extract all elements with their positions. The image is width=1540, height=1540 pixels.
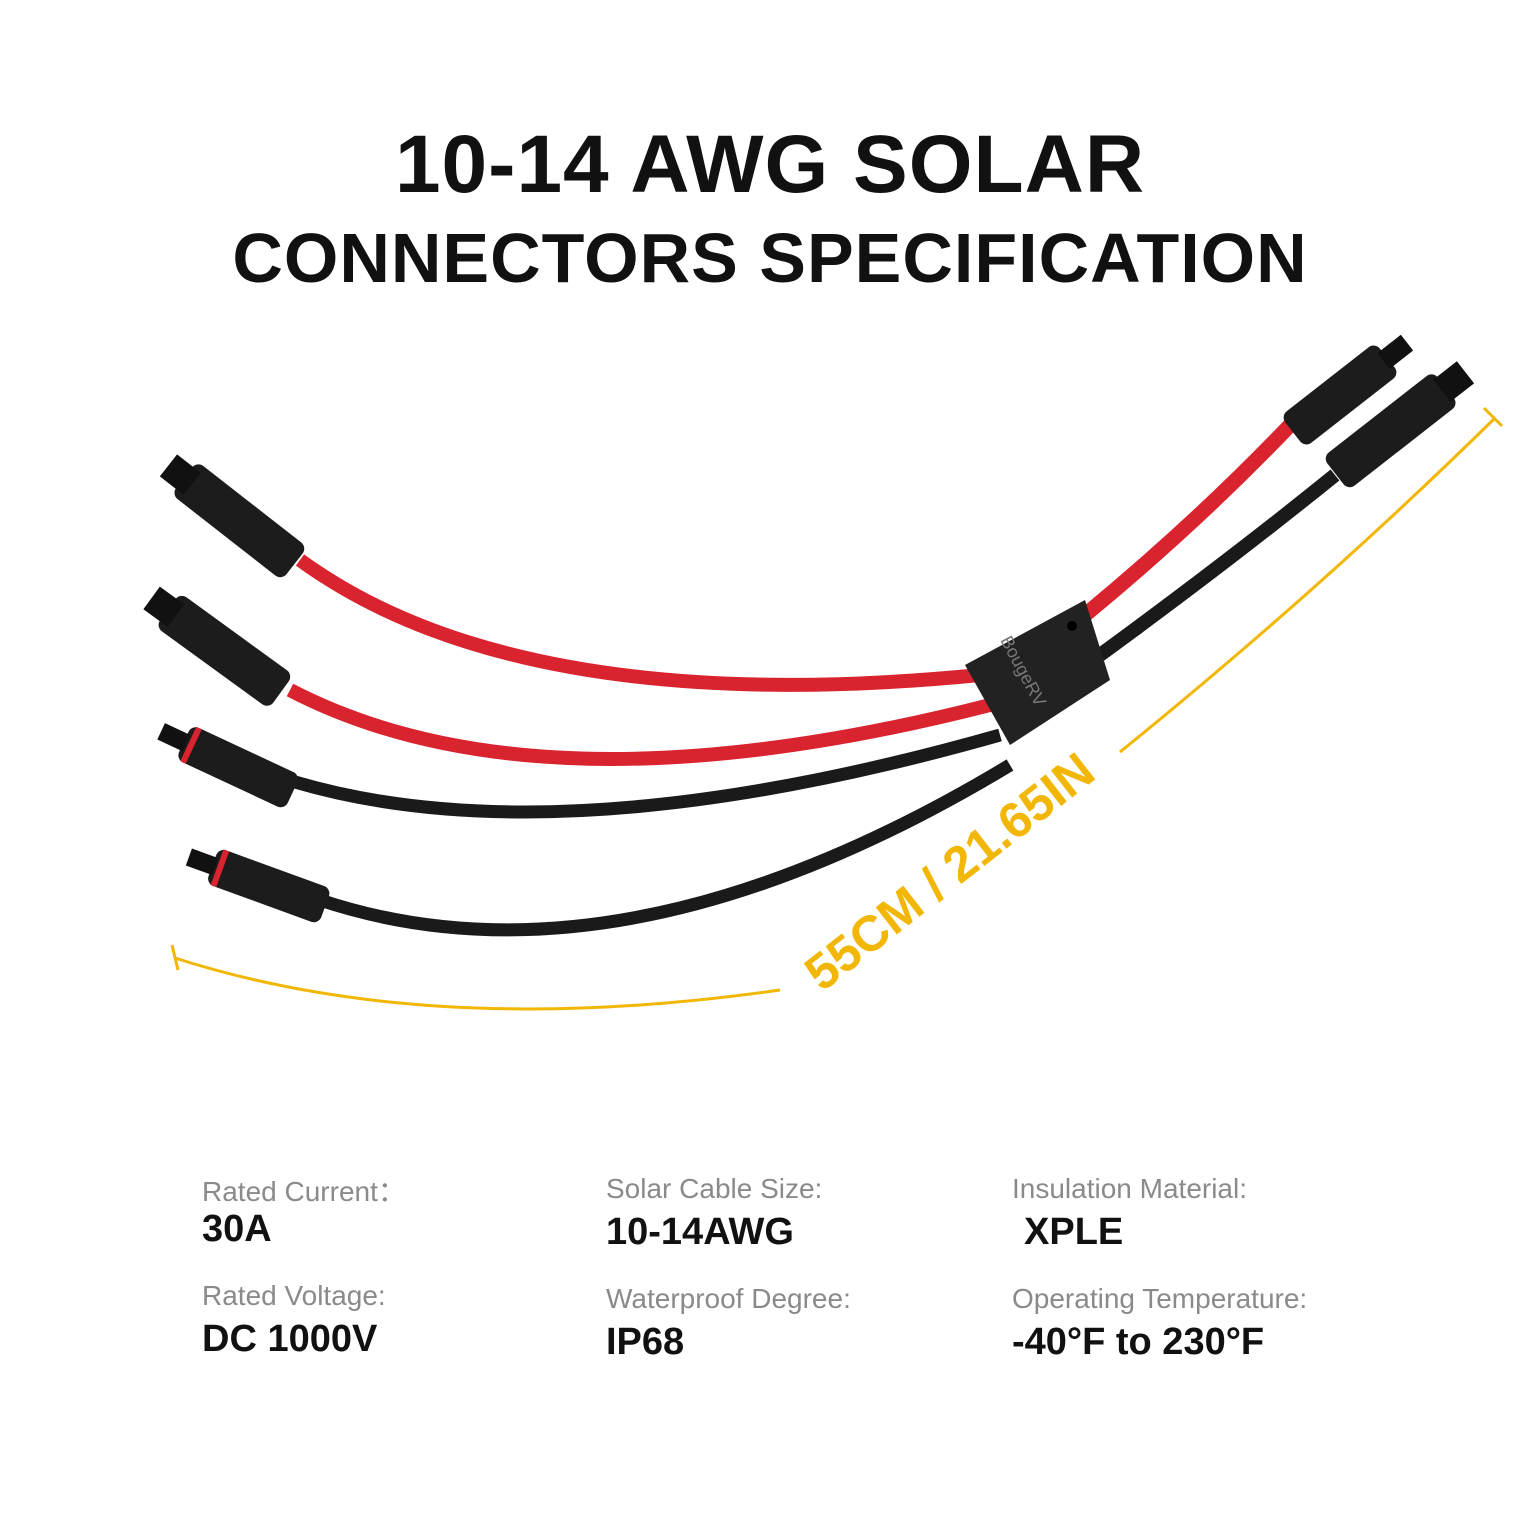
female-connector-2 (143, 586, 291, 706)
length-measure-arc-right (1119, 416, 1497, 754)
female-connector-1 (159, 454, 305, 578)
spec-temperature-value: -40°F to 230°F (1012, 1321, 1265, 1363)
spec-insulation-value: XPLE (1024, 1211, 1124, 1253)
length-measure-tick-right (1482, 406, 1504, 428)
red-cable-upper (295, 554, 981, 692)
black-cable-upper (293, 728, 1002, 819)
spec-cable-size-label: Solar Cable Size: (606, 1173, 823, 1204)
red-cable-lower (286, 683, 992, 766)
female-connector-output (1325, 361, 1475, 488)
spec-waterproof-label: Waterproof Degree: (606, 1283, 851, 1314)
length-measure-arc (174, 956, 781, 1011)
spec-rated-voltage-value: DC 1000V (202, 1318, 378, 1360)
spec-cable-size-value: 10-14AWG (606, 1211, 794, 1253)
spec-temperature-label: Operating Temperature: (1012, 1283, 1308, 1314)
title-line-2: CONNECTORS SPECIFICATION (232, 219, 1308, 297)
spec-rated-current-label: Rated Current： (202, 1176, 406, 1207)
male-connector-2 (185, 848, 330, 923)
spec-insulation-label: Insulation Material: (1012, 1173, 1248, 1204)
spec-rated-current-value: 30A (202, 1208, 272, 1250)
black-cable-lower (317, 759, 1014, 937)
title-line-1: 10-14 AWG SOLAR (394, 119, 1146, 210)
red-cable-output (1080, 414, 1301, 621)
male-connector-1 (157, 723, 298, 808)
spec-waterproof-value: IP68 (606, 1321, 685, 1363)
spec-rated-voltage-label: Rated Voltage: (202, 1280, 386, 1311)
male-connector-output (1283, 334, 1414, 445)
length-measure-tick-left (170, 944, 180, 971)
black-cable-output (1095, 469, 1340, 661)
product-illustration: 55CM / 21.65IN BougeRV (143, 334, 1504, 1011)
branch-hub: BougeRV (965, 600, 1110, 745)
